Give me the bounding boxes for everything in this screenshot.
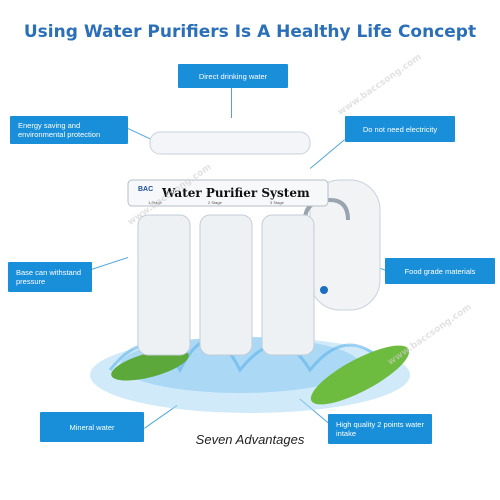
callout-base-pressure: Base can withstand pressure <box>8 262 92 292</box>
watermark: www.baccsong.com <box>336 52 424 118</box>
callout-no-electricity: Do not need electricity <box>345 116 455 142</box>
brand-label: BAC <box>138 186 154 193</box>
callout-energy-saving: Energy saving and environmental protecti… <box>10 116 128 144</box>
connector-line <box>231 88 232 118</box>
callout-direct-drinking-water: Direct drinking water <box>178 64 288 88</box>
callout-mineral-water: Mineral water <box>40 412 144 442</box>
stage-label: 2 Stage <box>208 200 222 205</box>
callout-text: Energy saving and environmental protecti… <box>18 121 101 139</box>
callout-text: Direct drinking water <box>198 71 268 81</box>
page-title: Using Water Purifiers Is A Healthy Life … <box>23 22 477 42</box>
callout-text: Mineral water <box>69 422 115 432</box>
footer-caption: Seven Advantages <box>195 432 305 447</box>
product-label: Water Purifier System <box>162 186 310 200</box>
callout-text: Base can withstand pressure <box>16 268 82 286</box>
callout-text: Do not need electricity <box>362 124 438 134</box>
callout-text: Food grade materials <box>404 266 476 276</box>
water-purifier-illustration <box>90 131 410 413</box>
stage-label: 3 Stage <box>270 200 284 205</box>
callout-text: High quality 2 points water intake <box>336 420 424 438</box>
callout-two-points-intake: High quality 2 points water intake <box>328 414 432 444</box>
callout-food-grade: Food grade materials <box>385 258 495 284</box>
water-purifier-image: BAC Water Purifier System 1 Stage 2 Stag… <box>90 120 430 420</box>
stage-label: 1 Stage <box>148 200 162 205</box>
